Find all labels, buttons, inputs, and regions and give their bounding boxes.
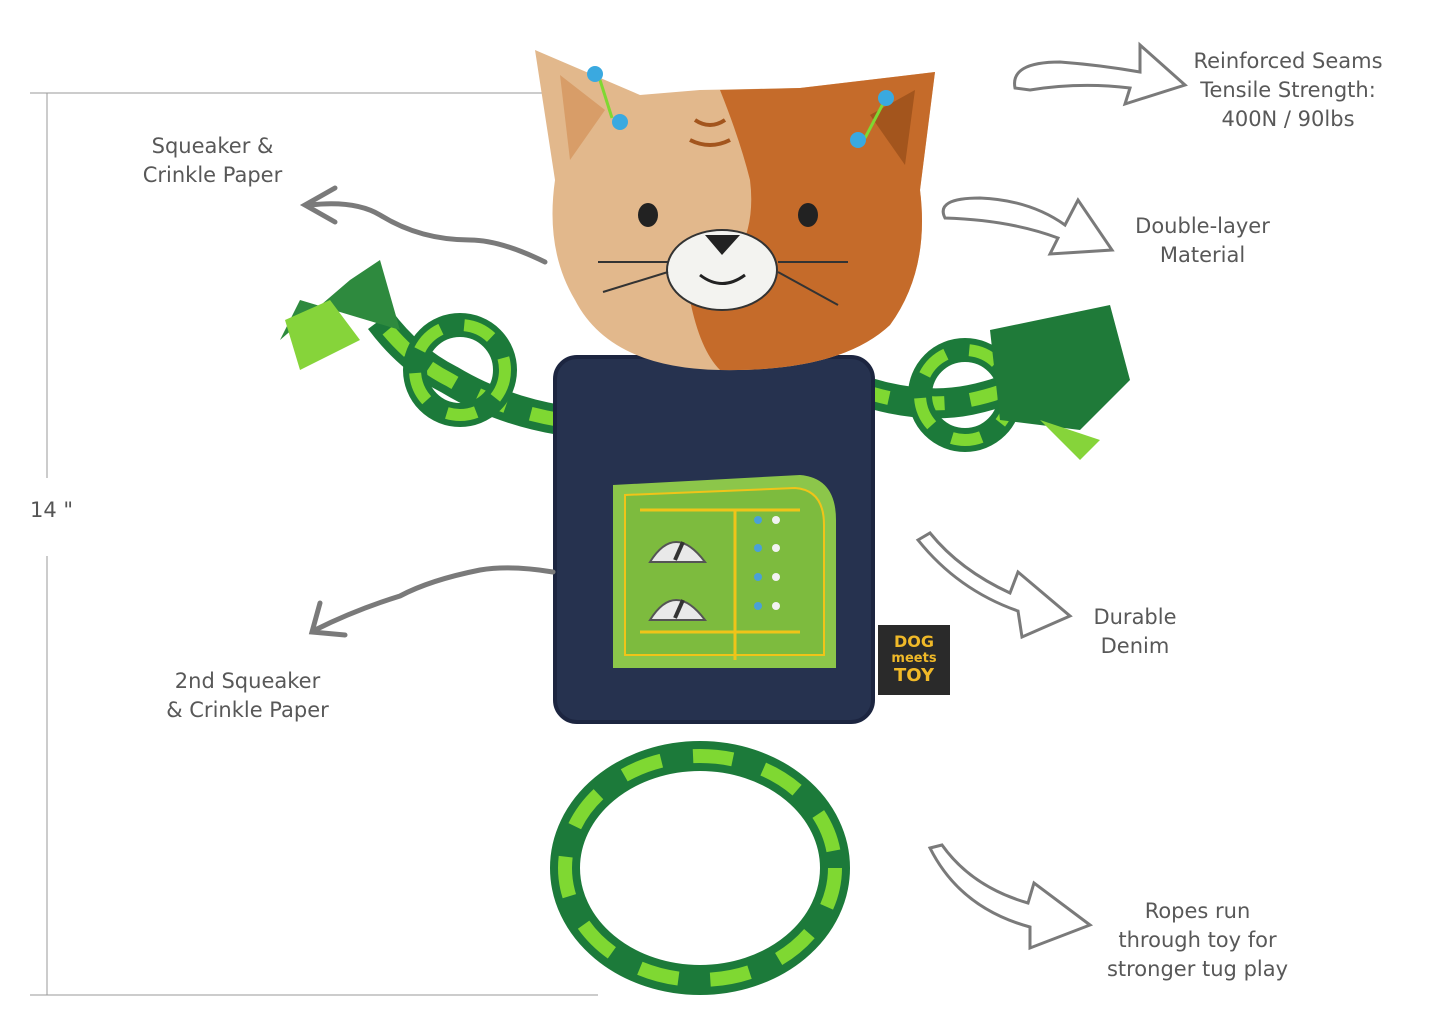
height-dimension-label: 14 ": [30, 498, 74, 522]
rope-arm-left: [280, 260, 563, 435]
rope-ring: [550, 741, 850, 995]
brand-tag: [878, 625, 950, 695]
label-double-layer: Double-layer Material: [1135, 214, 1270, 267]
label-reinforced-seams: Reinforced Seams Tensile Strength: 400N …: [1193, 49, 1383, 131]
rope-arm-right: [855, 305, 1130, 460]
height-measure-guide: [30, 92, 598, 996]
arrow-ropes: [927, 843, 1094, 951]
arrow-squeaker: [299, 185, 548, 265]
label-durable-denim: Durable Denim: [1093, 605, 1177, 658]
control-panel-patch: [613, 475, 836, 668]
label-ropes: Ropes run through toy for stronger tug p…: [1106, 899, 1289, 981]
arrow-durable-denim: [915, 531, 1073, 640]
arrow-double-layer: [941, 196, 1115, 256]
arrow-reinforced-seams: [1013, 41, 1188, 107]
brand-tag-text: DOG meets TOY: [891, 632, 937, 686]
arrow-second-squeaker: [308, 565, 556, 638]
label-squeaker: Squeaker & Crinkle Paper: [142, 134, 283, 187]
label-second-squeaker: 2nd Squeaker & Crinkle Paper: [166, 669, 329, 722]
cat-head: [535, 50, 935, 371]
